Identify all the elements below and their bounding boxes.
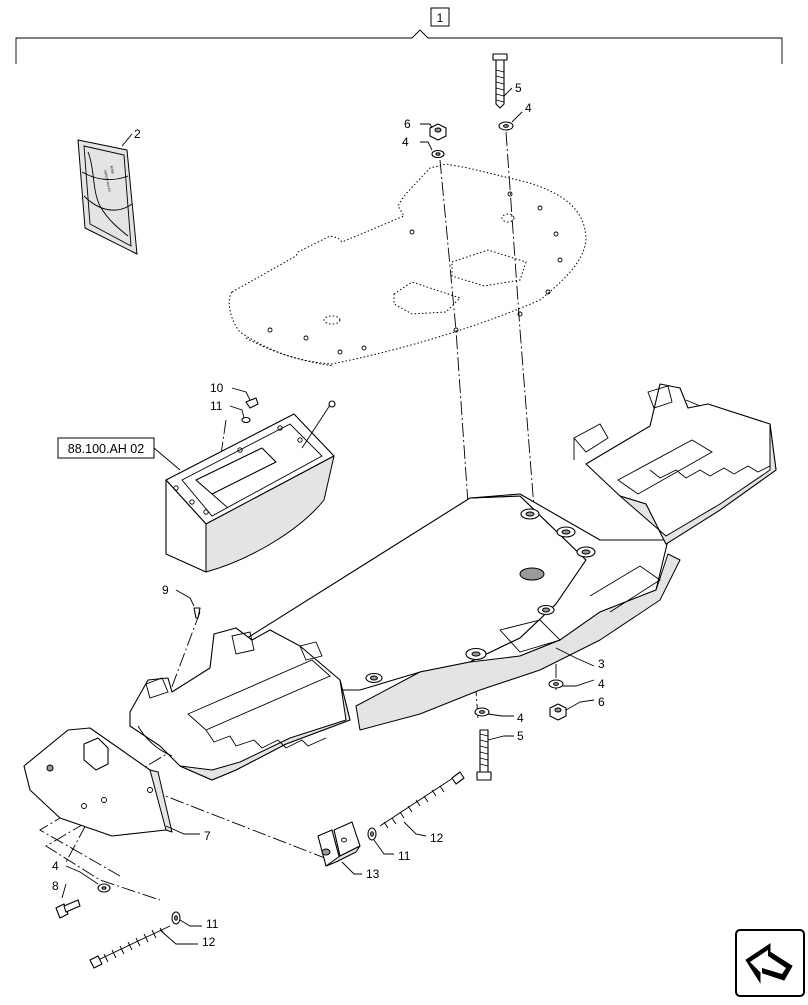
storage-box [153, 400, 336, 573]
callout-4-lower-bolt: 4 [517, 711, 524, 725]
callout-4-left: 4 [52, 859, 59, 873]
callout-4-lower-right: 4 [598, 677, 605, 691]
callout-11-box: 11 [210, 399, 223, 413]
callout-8: 8 [52, 879, 59, 893]
main-frame: 3 [129, 383, 777, 781]
bolt-lower: 5 [476, 729, 524, 781]
washer-rod-right: 11 [367, 827, 411, 863]
screw-9: 9 [162, 583, 201, 619]
callout-3: 3 [598, 657, 605, 671]
washer-lower-bolt: 4 [474, 707, 524, 725]
navigation-arrow-icon[interactable] [735, 929, 805, 997]
callout-13: 13 [366, 867, 380, 881]
callout-4-top: 4 [525, 101, 532, 115]
rod-left: 12 [89, 925, 216, 969]
callout-2: 2 [134, 127, 141, 141]
callout-5-top: 5 [515, 81, 522, 95]
floor-plate-phantom [228, 163, 587, 367]
callout-9: 9 [162, 583, 169, 597]
callout-12-right: 12 [430, 831, 444, 845]
washer-rod-left: 11 [171, 911, 219, 931]
decal-title: RISK [109, 165, 115, 174]
callout-7: 7 [204, 829, 211, 843]
reference-label: 88.100.AH 02 [68, 442, 144, 456]
callout-4-nut: 4 [402, 135, 409, 149]
safety-decal: RISK SAFETY RULES 2 [77, 127, 141, 255]
cover-plate: 7 [23, 727, 211, 843]
callout-11-rod-right: 11 [398, 849, 411, 863]
box-holes [173, 425, 303, 515]
nut-lower: 6 [549, 695, 605, 721]
bracket: 13 [317, 821, 380, 881]
callout-11-rod-left: 11 [206, 917, 219, 931]
callout-5-lower: 5 [517, 729, 524, 743]
callout-12-left: 12 [202, 935, 216, 949]
rod-right: 12 [379, 771, 465, 845]
reference-box: 88.100.AH 02 [57, 437, 155, 459]
washer-top: 4 [498, 101, 532, 131]
decal-subtitle: SAFETY RULES [103, 169, 112, 192]
frame-bosses [365, 508, 596, 684]
assembly-index-label: 1 [437, 11, 444, 25]
callout-10: 10 [210, 381, 224, 395]
nut-top: 6 [404, 117, 447, 141]
washer-lower-right: 4 [548, 677, 605, 691]
assembly-bracket: 1 [15, 7, 783, 64]
clip-and-washer: 10 11 [210, 381, 259, 424]
callout-6-lower: 6 [598, 695, 605, 709]
bolt-short: 8 [52, 879, 81, 919]
washer-top-nut: 4 [402, 135, 445, 159]
callout-6-top: 6 [404, 117, 411, 131]
plate-holes [267, 191, 563, 355]
bolt-top: 5 [492, 53, 522, 109]
washer-left: 4 [52, 859, 111, 893]
